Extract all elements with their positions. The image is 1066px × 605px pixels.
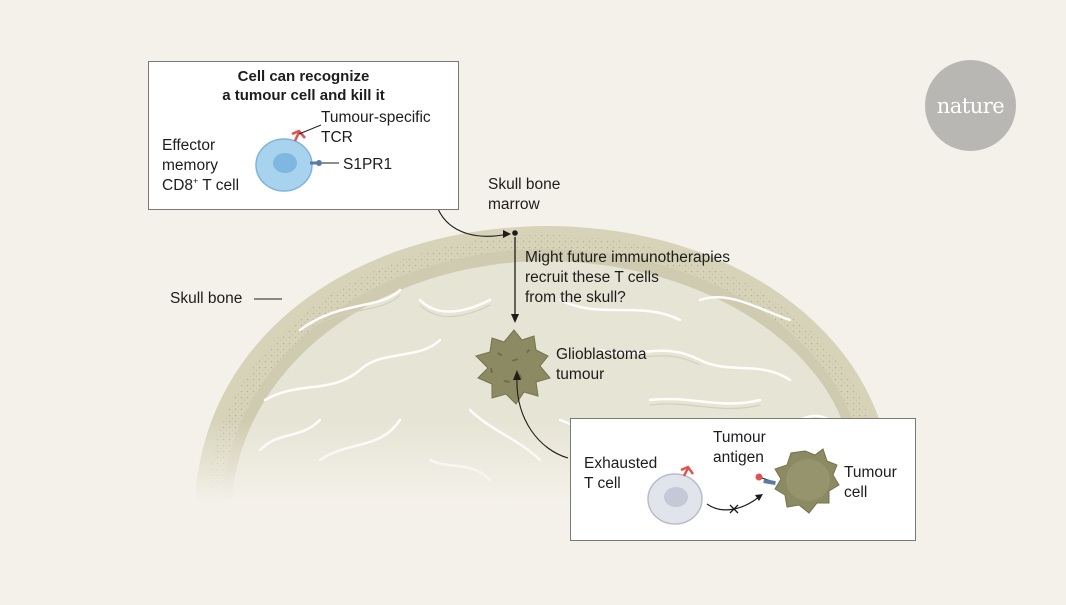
question-label: Might future immunotherapies recruit the…: [525, 249, 731, 306]
tumour-cell-label: Tumour cell: [844, 464, 897, 501]
box-to-marrow-curve: [437, 208, 509, 237]
skull-bone-marrow-label: Skull bone marrow: [488, 176, 561, 213]
effector-box-title: Cell can recognize a tumour cell and kil…: [222, 68, 385, 104]
tumour-texture: [490, 348, 531, 384]
tcr-receptor-icon: [291, 129, 306, 142]
effector-t-cell-nucleus: [273, 153, 297, 173]
brain-fold-shadows: [299, 294, 761, 410]
exhausted-cell-box: Exhausted T cell Tumour antigen Tumour c…: [570, 418, 916, 541]
exhausted-to-tumour-curve: [516, 375, 569, 459]
effector-cell-label: Effector memory CD8+ T cell: [162, 137, 240, 194]
exhausted-t-cell-nucleus: [664, 487, 688, 507]
exhausted-cell-svg: [647, 448, 840, 525]
effector-cell-box: Cell can recognize a tumour cell and kil…: [148, 61, 459, 210]
marrow-point: [512, 230, 518, 236]
skull-bone-label: Skull bone: [170, 290, 243, 307]
blocked-arrow: [706, 496, 760, 511]
nature-logo: nature: [925, 60, 1016, 151]
exhausted-label: Exhausted T cell: [584, 455, 658, 492]
tumour-antigen-icon: [755, 473, 776, 486]
effector-cell-svg: [255, 124, 339, 192]
tcr-label: Tumour-specific TCR: [321, 109, 431, 146]
blocked-x-icon: [729, 504, 739, 514]
s1pr1-receptor-icon: [310, 160, 322, 166]
glioblastoma-label: Glioblastoma tumour: [556, 346, 647, 383]
s1pr1-label: S1PR1: [343, 156, 393, 173]
glioblastoma-tumour: [475, 329, 551, 405]
tumour-antigen-label: Tumour antigen: [713, 429, 766, 466]
exhausted-tcr-icon: [680, 465, 695, 477]
